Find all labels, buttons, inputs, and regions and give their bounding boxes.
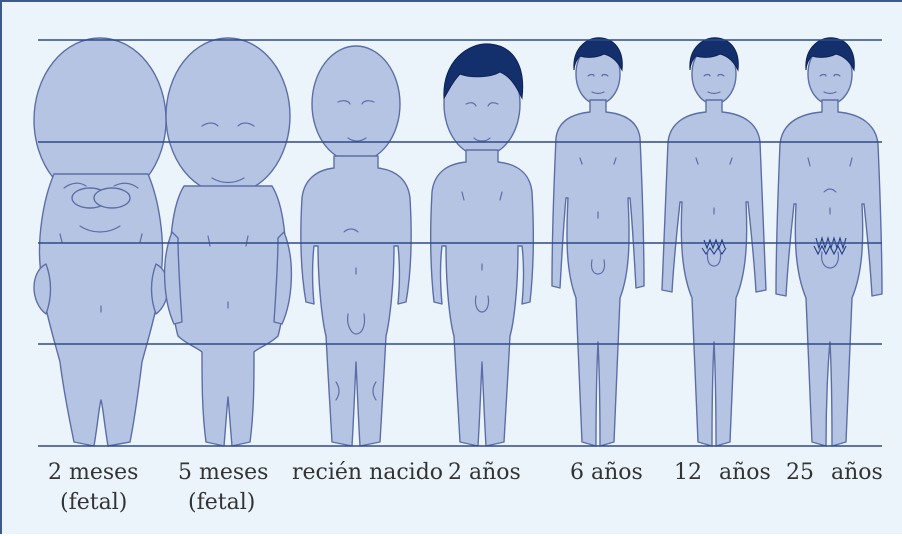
stage-age: 6 años [570,458,643,488]
stage-note: (fetal) [48,488,138,518]
figure-newborn [301,46,411,446]
stage-label-4: 2 años [448,458,521,488]
stage-label-3: recién nacido [292,458,443,488]
stage-age: 25 años [786,458,883,488]
figure-25-years [776,38,882,446]
stage-label-1: 2 meses (fetal) [48,458,138,518]
stage-age: 12 años [674,458,771,488]
stage-age: 2 años [448,458,521,488]
figure-2-years [431,44,534,446]
figure-6-years [552,38,644,446]
figure-12-years [662,38,766,446]
stage-age: 5 meses [178,458,268,488]
stage-label-2: 5 meses (fetal) [178,458,268,518]
stage-age: recién nacido [292,458,443,488]
stage-label-6: 12 años [674,458,771,488]
figure-2-months-fetal [34,38,168,446]
stage-age: 2 meses [48,458,138,488]
stage-label-7: 25 años [786,458,883,488]
stage-label-5: 6 años [570,458,643,488]
figure-5-months-fetal [165,38,292,446]
stage-note: (fetal) [178,488,268,518]
